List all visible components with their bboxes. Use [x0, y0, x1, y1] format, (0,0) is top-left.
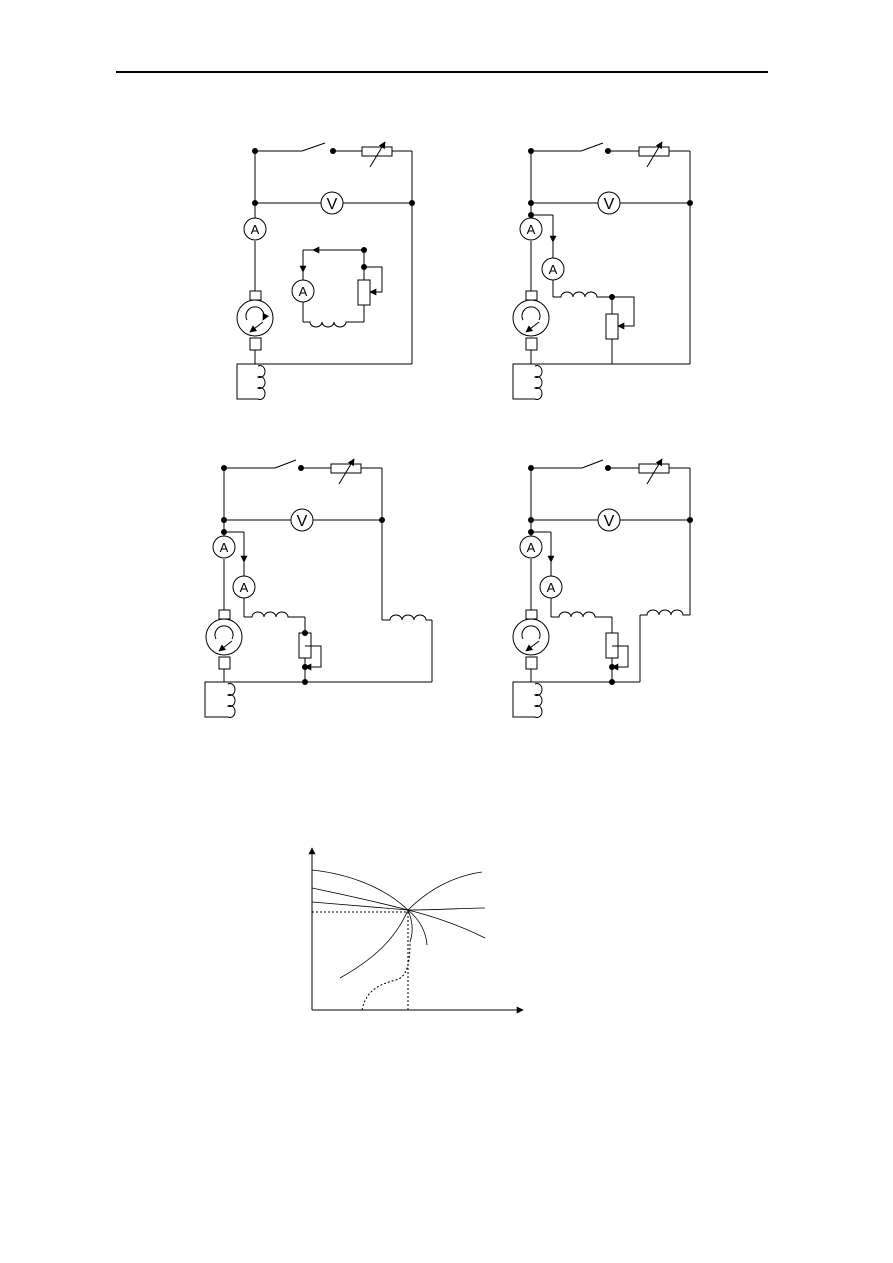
circuit-diagram-3: V A A [204, 458, 433, 718]
series-field-coil-icon [256, 365, 266, 400]
voltmeter-icon [320, 191, 344, 215]
ammeter-label: A [251, 222, 260, 237]
circuit-diagram-1: V A A [236, 141, 415, 400]
curve-5 [339, 909, 409, 979]
series-field-coil-icon [226, 683, 236, 718]
curve-4 [407, 871, 483, 911]
voltmeter-icon [597, 508, 621, 532]
ammeter-label: A [299, 284, 308, 299]
characteristic-curves-graph [308, 847, 524, 1014]
shunt-field-coil-icon [551, 611, 612, 618]
ammeter-icon [243, 217, 267, 241]
dc-motor-icon [512, 299, 550, 337]
field-rheostat-icon [605, 313, 619, 340]
voltmeter-icon [290, 508, 314, 532]
dc-motor-icon [236, 299, 274, 337]
circuit-diagram-2: V A A [512, 141, 693, 400]
curve-2 [311, 887, 486, 939]
shunt-field-coil-icon [244, 611, 305, 618]
dc-motor-icon [205, 618, 243, 656]
voltmeter-label: V [297, 513, 308, 530]
series-field-coil-icon [533, 683, 543, 718]
shunt-field-coil-icon [553, 291, 612, 298]
shunt-field-coil-icon [303, 321, 364, 328]
curve-6 [407, 909, 413, 943]
ammeter-icon [519, 535, 543, 559]
ammeter-label: A [527, 222, 536, 237]
ammeter-label: A [240, 580, 249, 595]
voltmeter-label: V [327, 196, 338, 213]
ammeter-label: A [220, 540, 229, 555]
compensating-field-coil-icon [640, 609, 690, 616]
ammeter-label: A [549, 262, 558, 277]
series-field-coil-icon [533, 365, 543, 400]
curve-3 [311, 901, 486, 911]
ammeter-label: A [547, 580, 556, 595]
dc-motor-icon [512, 618, 550, 656]
dotted-curve [361, 941, 411, 1011]
curve-1 [311, 869, 428, 946]
voltmeter-label: V [604, 196, 615, 213]
voltmeter-icon [597, 191, 621, 215]
field-rheostat-icon [357, 279, 371, 306]
circuit-diagram-4: V A A [512, 458, 693, 718]
voltmeter-label: V [604, 513, 615, 530]
compensating-field-coil-icon [382, 614, 432, 621]
ammeter-icon [212, 535, 236, 559]
ammeter-label: A [527, 540, 536, 555]
